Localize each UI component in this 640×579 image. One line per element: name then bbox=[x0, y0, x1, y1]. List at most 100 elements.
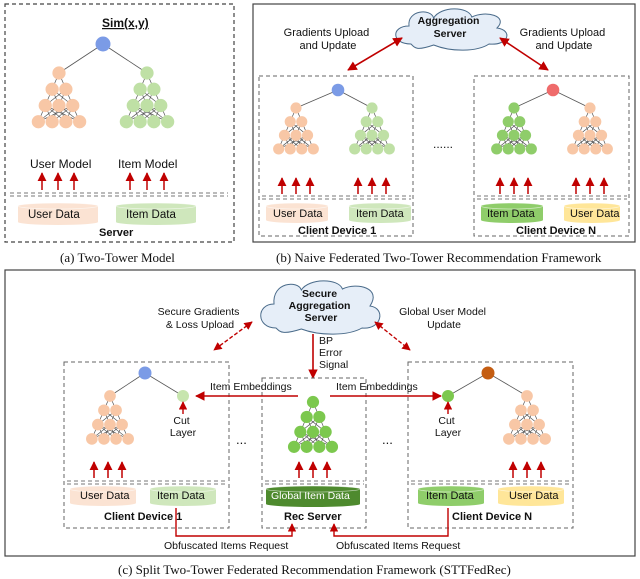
tower-node bbox=[92, 418, 104, 431]
client-1-model bbox=[86, 366, 189, 445]
label-line: Secure Gradients bbox=[158, 306, 240, 318]
cylinder-top bbox=[17, 202, 99, 210]
cylinder-body bbox=[349, 206, 411, 220]
tower-node bbox=[273, 143, 285, 155]
tower-node bbox=[86, 433, 98, 445]
tower-node bbox=[502, 116, 514, 128]
server-line: Server bbox=[305, 312, 338, 324]
user-data-label: User Data bbox=[28, 209, 80, 221]
tower-node bbox=[578, 116, 590, 128]
client-device-n-frame bbox=[407, 361, 574, 529]
gradients-label-right: Gradients Upload and Update bbox=[520, 27, 609, 52]
global-update-arrow bbox=[374, 321, 411, 351]
item-data-label: Item Data bbox=[356, 208, 405, 220]
cylinder-bottom bbox=[18, 219, 98, 225]
cut-layer-label-right: Cut Layer bbox=[435, 415, 462, 439]
caption-a: (a) Two-Tower Model bbox=[60, 250, 175, 265]
top-node bbox=[138, 366, 152, 380]
tower-node bbox=[147, 82, 161, 96]
tower-node bbox=[590, 116, 602, 128]
tower-node bbox=[519, 129, 532, 141]
tower-node bbox=[294, 425, 307, 438]
cylinder-body bbox=[116, 206, 196, 222]
tower-node bbox=[66, 98, 80, 113]
tower-edge bbox=[109, 372, 146, 397]
cylinder-top bbox=[265, 485, 361, 493]
tower-node bbox=[301, 129, 314, 141]
cut-layer-node bbox=[442, 390, 454, 402]
label-line: Error bbox=[319, 347, 343, 359]
tower-node bbox=[59, 82, 73, 96]
tower-edge bbox=[295, 89, 339, 109]
tower-edge bbox=[447, 372, 489, 397]
label-line: Gradients Upload bbox=[284, 27, 370, 39]
cylinder-bottom bbox=[481, 217, 543, 223]
tower-node bbox=[502, 143, 514, 155]
tower-node bbox=[300, 410, 313, 424]
rec-server-frame bbox=[261, 377, 367, 529]
user-model-label: User Model bbox=[30, 157, 91, 171]
secure-aggregation-server-cloud bbox=[260, 280, 381, 335]
cylinder-bottom bbox=[266, 501, 360, 507]
tower-node bbox=[45, 82, 59, 96]
client-device-1-frame bbox=[258, 75, 414, 237]
item-embeddings-label-right: Item Embeddings bbox=[336, 381, 418, 393]
data-cylinders bbox=[69, 485, 565, 507]
tower-node bbox=[104, 418, 116, 431]
upward-arrows bbox=[277, 177, 609, 194]
obfuscated-request-label-right: Obfuscated Items Request bbox=[336, 540, 460, 552]
tower-node bbox=[290, 102, 302, 114]
bp-error-signal-label: BP Error Signal bbox=[319, 335, 348, 371]
tower-node bbox=[296, 143, 308, 155]
global-item-data-label: Global Item Data bbox=[271, 490, 350, 502]
tower-node bbox=[366, 129, 378, 141]
tower-edge bbox=[58, 43, 104, 74]
tower-node bbox=[325, 440, 339, 453]
caption-b: (b) Naive Federated Two-Tower Recommenda… bbox=[276, 250, 602, 265]
tower-node bbox=[52, 66, 66, 80]
tower-node bbox=[584, 129, 596, 141]
label-line: Layer bbox=[170, 427, 197, 439]
tower-edge bbox=[337, 89, 373, 109]
tower-edge bbox=[513, 89, 554, 109]
tower-node bbox=[287, 440, 301, 453]
client-device-n-label: Client Device N bbox=[452, 511, 532, 523]
cylinder-body bbox=[266, 489, 360, 504]
cylinder-body bbox=[18, 206, 98, 222]
tower-node bbox=[110, 404, 122, 417]
tower-node bbox=[306, 395, 320, 409]
two-tower-model bbox=[31, 36, 175, 129]
cylinder-body bbox=[266, 206, 328, 220]
tower-node bbox=[110, 433, 122, 445]
item-data-label: Item Data bbox=[157, 490, 206, 502]
server-line: Aggregation bbox=[289, 300, 351, 312]
ellipsis: ...... bbox=[433, 137, 453, 151]
tower-node bbox=[360, 143, 372, 155]
tower-node bbox=[595, 129, 608, 141]
panel-c-frame bbox=[4, 269, 636, 557]
gradients-label-left: Gradients Upload and Update bbox=[284, 27, 373, 52]
tower-node bbox=[126, 98, 140, 113]
tower-node bbox=[133, 115, 147, 129]
tower-node bbox=[503, 433, 515, 445]
cylinder-top bbox=[497, 485, 565, 493]
tower-node bbox=[98, 404, 110, 417]
label-line: Signal bbox=[319, 359, 348, 371]
tower-node bbox=[354, 129, 367, 141]
tower-node bbox=[98, 433, 110, 445]
tower-node bbox=[296, 116, 308, 128]
label-line: & Loss Upload bbox=[166, 319, 234, 331]
item-data-label: Item Data bbox=[126, 209, 176, 221]
cylinder-top bbox=[348, 202, 412, 210]
tower-edge bbox=[487, 372, 528, 397]
client-n-model bbox=[442, 366, 551, 445]
user-data-label: User Data bbox=[273, 208, 323, 220]
tower-node bbox=[590, 143, 602, 155]
cylinder-top bbox=[115, 202, 197, 210]
label-line: Gradients Upload bbox=[520, 27, 606, 39]
tower-node bbox=[515, 433, 527, 445]
tower-node bbox=[372, 143, 384, 155]
user-data-label: User Data bbox=[509, 490, 559, 502]
top-node bbox=[331, 83, 345, 97]
upward-arrows bbox=[37, 172, 169, 190]
